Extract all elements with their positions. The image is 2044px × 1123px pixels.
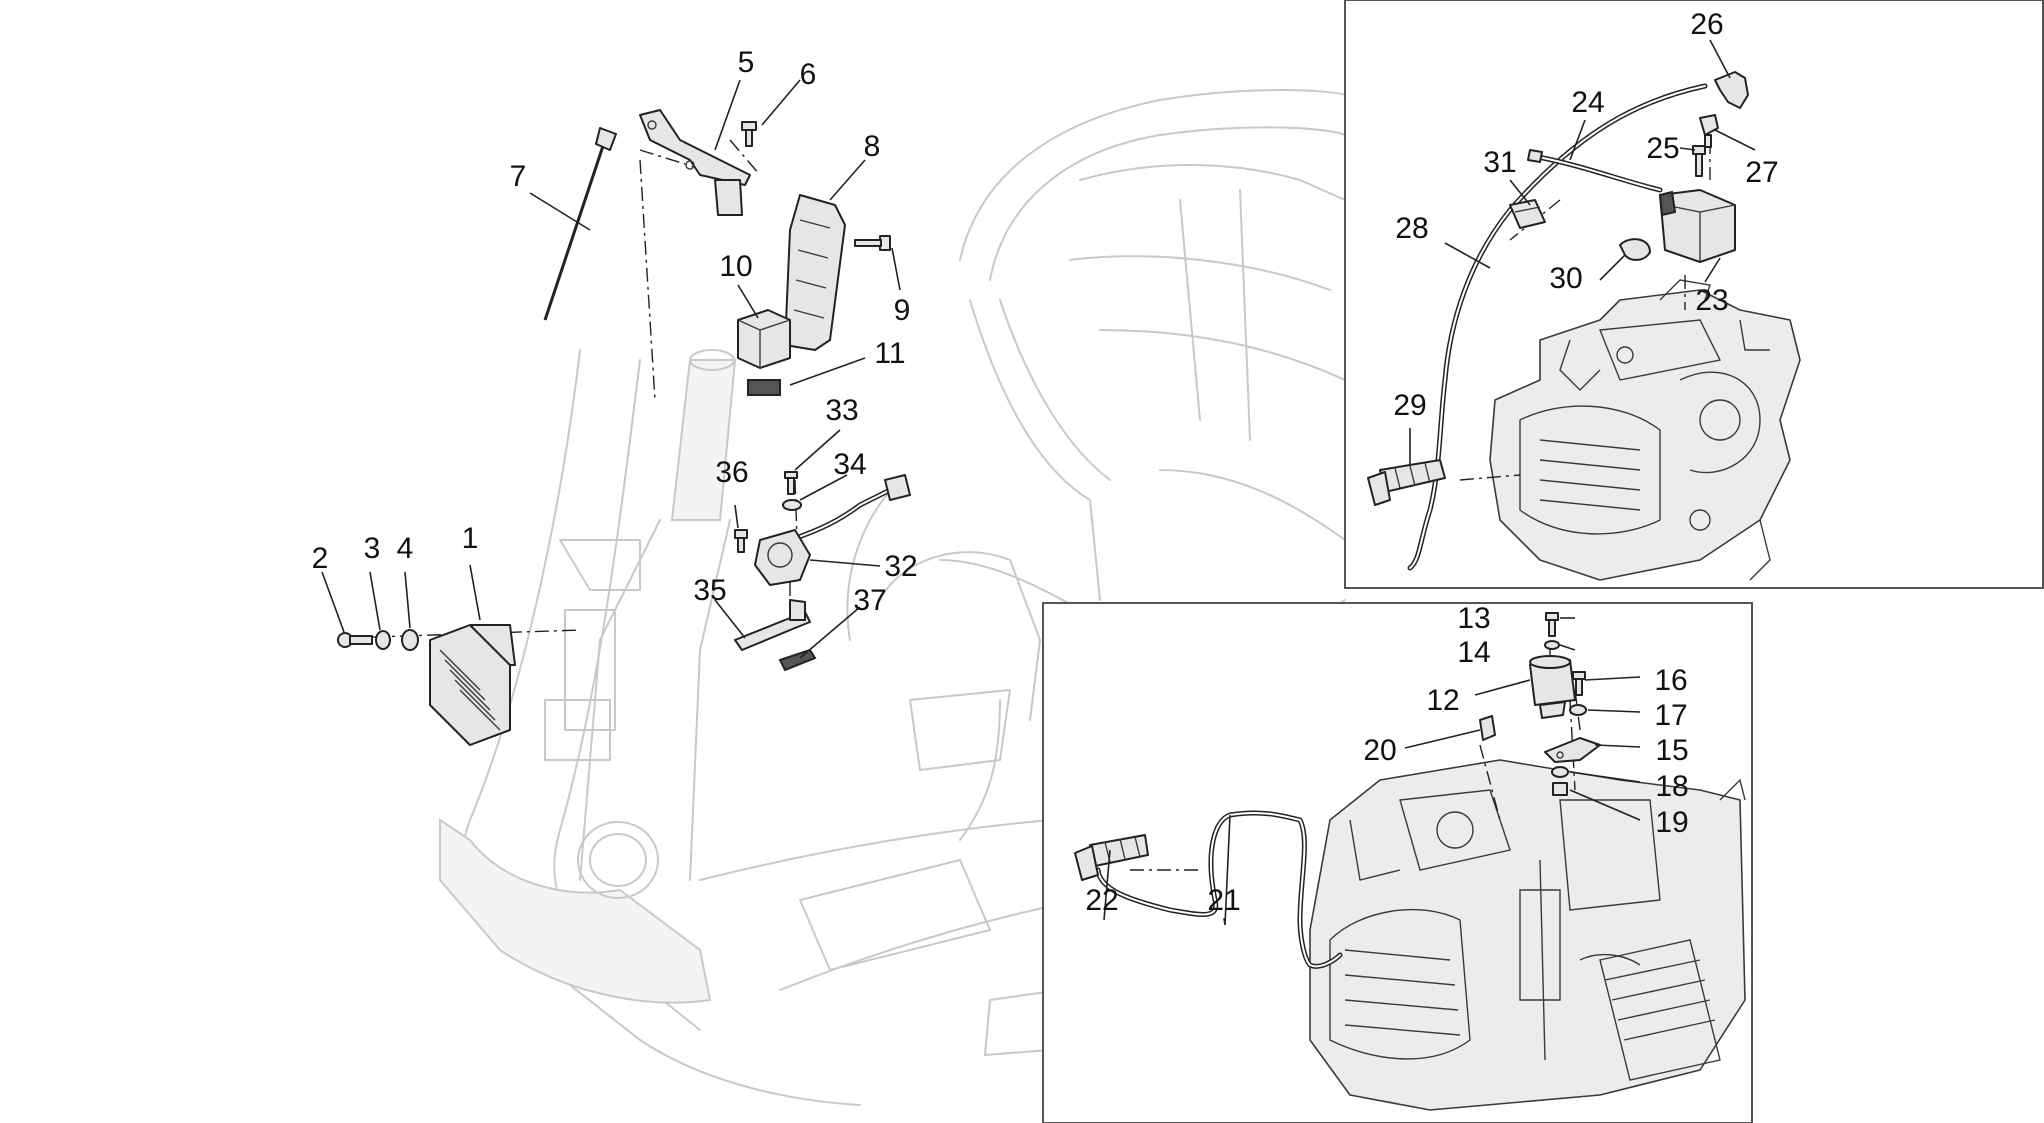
callout-18: 18 bbox=[1655, 770, 1688, 803]
cable-24 bbox=[1535, 154, 1663, 193]
callout-28: 28 bbox=[1395, 212, 1428, 245]
leader-lines bbox=[321, 39, 1756, 926]
callout-7: 7 bbox=[510, 160, 527, 193]
part-37-clip bbox=[778, 648, 817, 672]
callout-33: 33 bbox=[825, 394, 858, 427]
part-1-voltage-regulator bbox=[429, 624, 516, 746]
part-18-washer bbox=[1551, 766, 1569, 778]
engine-unit-bottom bbox=[1309, 759, 1746, 1111]
callout-24: 24 bbox=[1571, 86, 1604, 119]
callout-16: 16 bbox=[1654, 664, 1687, 697]
part-19-nut bbox=[1552, 782, 1568, 796]
part-2-screw bbox=[337, 632, 373, 648]
part-5-bracket bbox=[639, 109, 751, 216]
callout-29: 29 bbox=[1393, 389, 1426, 422]
callout-30: 30 bbox=[1549, 262, 1582, 295]
callout-32: 32 bbox=[884, 550, 917, 583]
callout-3: 3 bbox=[364, 532, 381, 565]
part-22-sensor bbox=[1074, 834, 1149, 881]
part-32-sensor bbox=[754, 474, 911, 586]
part-6-screw bbox=[741, 121, 757, 147]
part-15-bracket bbox=[1544, 737, 1601, 763]
part-17-washer bbox=[1569, 704, 1587, 716]
cable-28 bbox=[1407, 83, 1708, 571]
callout-17: 17 bbox=[1654, 699, 1687, 732]
part-20-connector bbox=[1479, 715, 1496, 741]
callout-4: 4 bbox=[397, 532, 414, 565]
callout-19: 19 bbox=[1655, 806, 1688, 839]
callout-10: 10 bbox=[719, 250, 752, 283]
part-29-sensor bbox=[1367, 459, 1446, 506]
callout-6: 6 bbox=[800, 58, 817, 91]
part-12-solenoid bbox=[1529, 655, 1576, 719]
part-10-relay bbox=[737, 309, 791, 369]
part-3-washer bbox=[375, 630, 391, 650]
part-30-clip bbox=[1619, 238, 1651, 261]
callout-13: 13 bbox=[1457, 602, 1490, 635]
part-26-plug-cap bbox=[1714, 71, 1749, 109]
callout-26: 26 bbox=[1690, 8, 1723, 41]
callout-11: 11 bbox=[874, 337, 905, 370]
part-11-relay-holder bbox=[747, 379, 781, 396]
callout-36: 36 bbox=[715, 456, 748, 489]
part-9-screw bbox=[854, 235, 891, 251]
part-35-bracket bbox=[734, 599, 811, 651]
part-23-coil bbox=[1658, 189, 1736, 263]
callout-5: 5 bbox=[738, 46, 755, 79]
part-24-connector bbox=[1527, 149, 1543, 163]
callout-2: 2 bbox=[312, 542, 329, 575]
part-27-connector bbox=[1699, 114, 1719, 148]
callout-9: 9 bbox=[894, 294, 911, 327]
callout-37: 37 bbox=[853, 584, 886, 617]
part-13-screw bbox=[1545, 612, 1559, 637]
part-14-washer bbox=[1544, 640, 1560, 650]
part-34-washer bbox=[782, 499, 802, 511]
callout-25: 25 bbox=[1646, 132, 1679, 165]
callout-12: 12 bbox=[1426, 684, 1459, 717]
part-8-control-unit bbox=[784, 194, 846, 351]
part-36-screw bbox=[734, 529, 748, 553]
part-4-washer bbox=[401, 629, 419, 651]
callout-1: 1 bbox=[462, 522, 479, 555]
callout-23: 23 bbox=[1695, 284, 1728, 317]
part-33-screw bbox=[784, 471, 798, 495]
callout-14: 14 bbox=[1457, 636, 1490, 669]
callout-8: 8 bbox=[864, 130, 881, 163]
callout-27: 27 bbox=[1745, 156, 1778, 189]
engine-unit-top bbox=[1489, 279, 1801, 581]
callout-35: 35 bbox=[693, 574, 726, 607]
callout-labels: 1 2 3 4 5 6 7 8 9 10 11 12 13 14 15 16 1… bbox=[312, 8, 1779, 917]
callout-34: 34 bbox=[833, 448, 866, 481]
callout-31: 31 bbox=[1483, 146, 1516, 179]
scooter-frame-ghost bbox=[439, 89, 1346, 1106]
callout-22: 22 bbox=[1085, 884, 1118, 917]
part-16-screw bbox=[1572, 671, 1586, 696]
callout-20: 20 bbox=[1363, 734, 1396, 767]
callout-21: 21 bbox=[1207, 884, 1240, 917]
cable-21 bbox=[1095, 810, 1343, 969]
callout-15: 15 bbox=[1655, 734, 1688, 767]
part-7-cable-tie bbox=[543, 127, 617, 321]
